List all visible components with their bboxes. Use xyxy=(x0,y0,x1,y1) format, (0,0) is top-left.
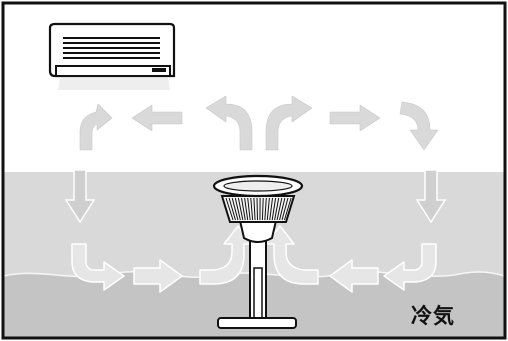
fan-grill-line xyxy=(253,197,256,221)
fan-grill-line xyxy=(264,197,267,221)
arrow-down-right-curve xyxy=(399,101,439,151)
fan-grill-line xyxy=(279,197,286,221)
arrow-lower-left-curve xyxy=(71,243,125,291)
arrow-left-curve-center xyxy=(205,95,253,151)
fan-grill-line xyxy=(234,197,241,221)
arrow-lower-right-curve xyxy=(383,243,437,291)
fan-grill-line xyxy=(274,197,280,221)
fan-grill-line xyxy=(228,197,236,221)
arrow-right-curve-center xyxy=(265,95,313,151)
fan-grill-line xyxy=(269,197,273,221)
fan-grill-line xyxy=(247,197,251,221)
arrow-down-right xyxy=(415,169,447,224)
fan-grill-line xyxy=(261,197,264,221)
fan-grill-line xyxy=(266,197,270,221)
fan-grill-line xyxy=(250,197,254,221)
fan-grill-line xyxy=(244,197,249,221)
fan-grill-line xyxy=(225,197,234,221)
arrow-lower-right-1 xyxy=(133,259,183,293)
fan-grill-line xyxy=(281,197,289,221)
downward-airflow-arrows xyxy=(64,169,447,224)
fan-grill-line xyxy=(276,197,283,221)
arrow-up-left-curve xyxy=(79,103,113,151)
fan-grill-line xyxy=(231,197,239,221)
fan-grill-line xyxy=(271,197,277,221)
arrow-down-left xyxy=(64,169,96,224)
fan-grill-line xyxy=(283,197,292,221)
upper-airflow-arrows xyxy=(79,95,439,151)
fan-grill-line xyxy=(256,197,258,221)
fan-grill-line xyxy=(241,197,246,221)
air-conditioner-icon xyxy=(48,22,176,90)
arrow-lower-left-1 xyxy=(329,259,379,293)
arrow-left-1 xyxy=(131,104,183,132)
lower-airflow-arrows xyxy=(71,225,437,293)
cold-air-label: 冷気 xyxy=(411,304,455,328)
arrow-right-1 xyxy=(329,104,381,132)
fan-grill-line xyxy=(237,197,244,221)
circulator-fan-icon xyxy=(212,174,304,329)
